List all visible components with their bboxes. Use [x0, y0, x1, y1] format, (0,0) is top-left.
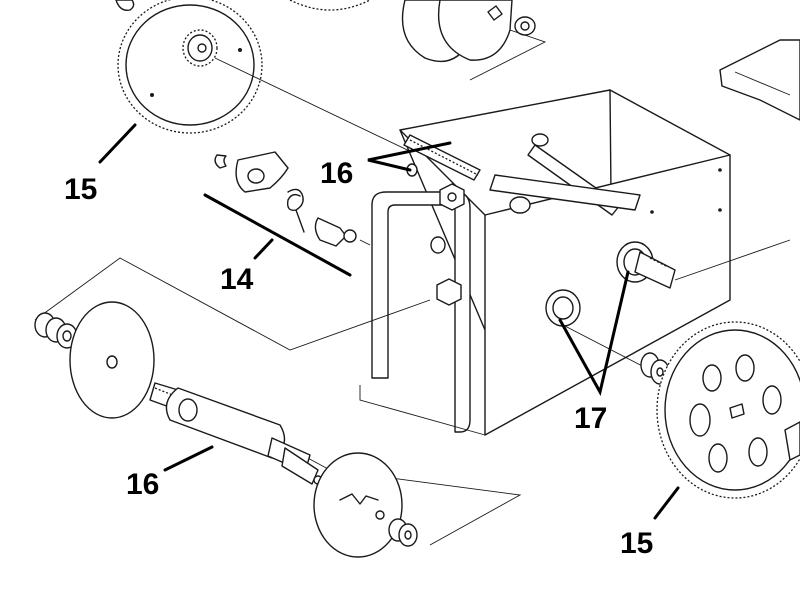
top-disc	[401, 0, 536, 63]
callout-14: 14	[220, 263, 254, 296]
threaded-rod	[403, 134, 481, 181]
washer-stack-left	[34, 312, 78, 349]
callout-line-pawl-bar	[203, 193, 352, 277]
callout-line-pawl	[253, 238, 274, 260]
top-gear	[117, 0, 263, 134]
winch-housing	[399, 89, 731, 436]
callout-line-gear-bottom	[653, 486, 680, 520]
left-leader-box	[34, 257, 431, 351]
callout-17: 17	[574, 402, 607, 435]
u-frame	[371, 191, 471, 433]
callout-line-shaft-bottom	[163, 445, 214, 472]
top-pinion	[182, 29, 218, 67]
bushing-leader-line	[562, 324, 651, 371]
top-leader-line	[469, 29, 547, 81]
callout-15-bottom: 15	[620, 527, 653, 560]
bottom-gear	[640, 321, 800, 499]
top-partial-gear	[289, 0, 371, 11]
nut-middle	[436, 278, 462, 306]
callout-15-top: 15	[64, 173, 97, 206]
right-leader-line	[674, 239, 791, 281]
drum-shaft	[149, 382, 323, 485]
callout-line-bushings	[558, 270, 630, 397]
washer-stack-bottom	[388, 518, 418, 547]
callout-16-bottom: 16	[126, 468, 159, 501]
disc-left	[69, 301, 155, 419]
base-leader-box	[359, 385, 486, 436]
bushing-upper	[616, 241, 676, 289]
pawl-leader-line	[359, 239, 371, 246]
nut-top	[439, 183, 465, 211]
pawl-assembly	[214, 151, 357, 247]
cover-plate	[719, 39, 800, 121]
callout-line-gear-top	[98, 123, 137, 164]
disc-bottom	[313, 452, 403, 558]
callout-line-shaft-top	[367, 141, 452, 172]
top-washer-fragment	[115, 0, 135, 11]
callout-16-top: 16	[320, 157, 353, 190]
bushing-lower	[545, 289, 581, 327]
nut-left	[430, 236, 446, 254]
